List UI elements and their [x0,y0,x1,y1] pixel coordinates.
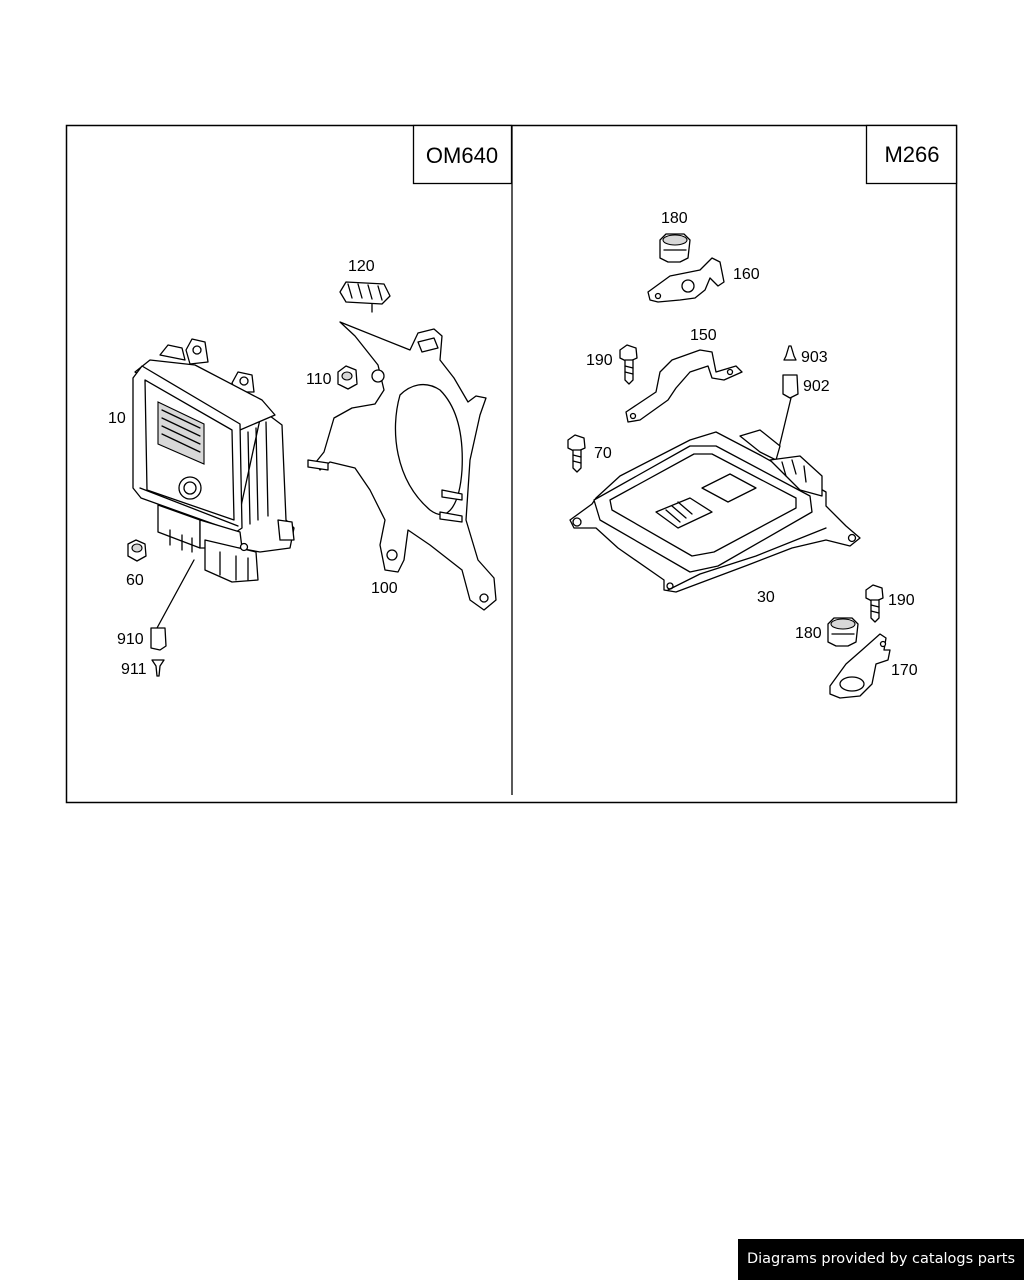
bracket-150-drawing [625,349,743,423]
bolt-190-lower-drawing [865,584,884,623]
control-unit-10-drawing [132,338,295,583]
callout-label-190-lower: 190 [888,592,915,609]
plug-902-drawing [782,374,799,399]
callout-label-100: 100 [371,580,398,597]
bracket-160-drawing [647,257,725,303]
clip-120-drawing [339,281,391,313]
callout-label-10: 10 [108,410,126,427]
grommet-180-top-drawing [659,233,691,263]
leader-902 [777,397,792,453]
callout-label-910: 910 [117,631,144,648]
nut-110-drawing [337,365,358,390]
bolt-70-drawing [567,434,586,473]
pin-903-drawing [783,345,797,361]
pin-911-drawing [151,659,165,677]
callout-label-30: 30 [757,589,775,606]
callout-label-902: 902 [803,378,830,395]
plug-910-drawing [150,627,167,651]
bracket-170-drawing [829,633,891,699]
callout-label-70: 70 [594,445,612,462]
callout-label-170: 170 [891,662,918,679]
callout-label-190-upper: 190 [586,352,613,369]
callout-label-911: 911 [121,661,147,678]
callout-label-180-lower: 180 [795,625,822,642]
grommet-180-lower-drawing [827,617,859,647]
callout-label-903: 903 [801,349,828,366]
callout-label-180-top: 180 [661,210,688,227]
panel-title-box-om640: OM640 [412,124,513,185]
callout-label-110: 110 [306,371,332,388]
panel-title-m266: M266 [884,142,939,167]
callout-label-60: 60 [126,572,144,589]
callout-label-160: 160 [733,266,760,283]
callout-label-120: 120 [348,258,375,275]
credit-banner: Diagrams provided by catalogs parts [738,1239,1024,1280]
callout-label-150: 150 [690,327,717,344]
bolt-190-upper-drawing [619,344,638,385]
leader-910 [156,559,195,629]
panel-title-box-m266: M266 [865,124,958,185]
bracket-100-drawing [307,321,497,611]
credit-text: Diagrams provided by catalogs parts [746,1251,1016,1267]
control-unit-30-drawing [569,429,861,593]
nut-60-drawing [127,539,147,562]
panel-title-om640: OM640 [426,143,498,168]
